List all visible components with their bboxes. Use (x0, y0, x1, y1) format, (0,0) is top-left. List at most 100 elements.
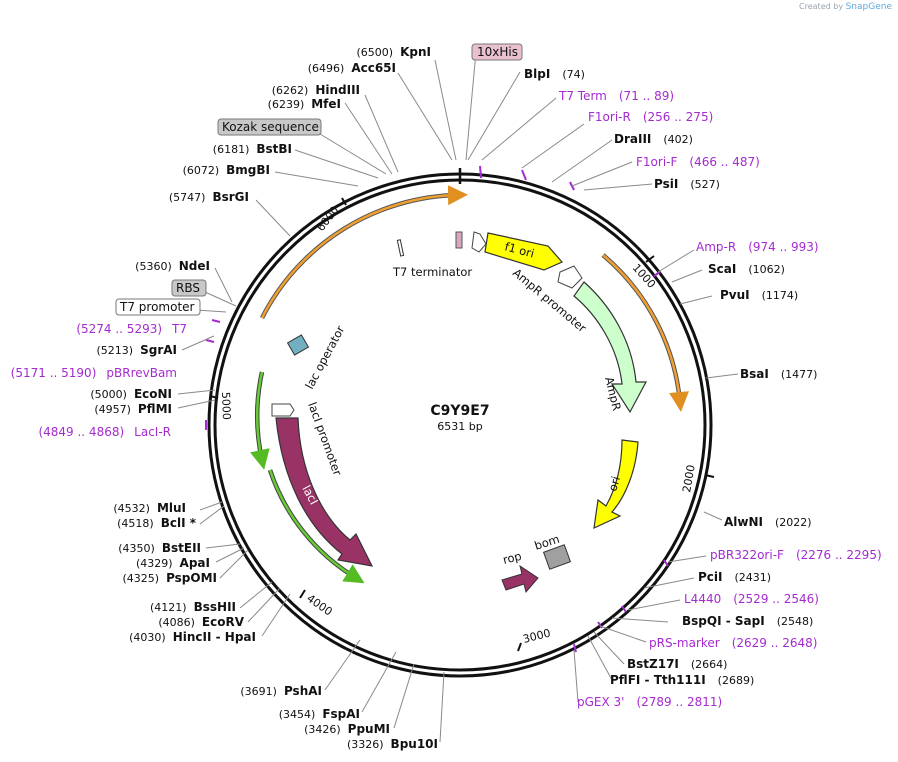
site-ndei[interactable]: NdeI(5360) (135, 259, 210, 273)
site-name: PflFI - Tth111I (610, 673, 706, 687)
site-position: (6181) (213, 143, 250, 156)
site-position: (2022) (775, 516, 812, 529)
site-hincii[interactable]: HincII - HpaI(4030) (129, 630, 256, 644)
site-pvui[interactable]: PvuI(1174) (720, 288, 798, 302)
primer-range: (2629 .. 2648) (732, 636, 818, 650)
site-ecorv[interactable]: EcoRV(4086) (158, 615, 244, 629)
primer-f1orif[interactable]: F1ori-F (466 .. 487) (636, 155, 760, 169)
primer-pbrrevbam[interactable]: pBRrevBam(5171 .. 5190) (11, 366, 177, 380)
primer-labels: T7 Term(71 .. 89)F1ori-R(256 .. 275)F1or… (11, 89, 882, 709)
primer-pgex3[interactable]: pGEX 3'(2789 .. 2811) (577, 695, 722, 709)
site-position: (4329) (136, 557, 173, 570)
primer-name: F1ori-R (588, 110, 631, 124)
site-position: (1062) (748, 263, 785, 276)
site-bmgbi[interactable]: BmgBI(6072) (183, 163, 270, 177)
site-bsteii[interactable]: BstEII (4350) (118, 541, 201, 555)
site-bpu10i[interactable]: Bpu10I(3326) (347, 737, 438, 751)
site-name: MluI (157, 501, 186, 515)
site-position: (5360) (135, 260, 172, 273)
site-name: SgrAI (140, 343, 177, 357)
ampr-promoter-feature (557, 265, 583, 289)
leader-lines (177, 51, 739, 743)
primer-pbr322orif[interactable]: pBR322ori-F(2276 .. 2295) (710, 548, 882, 562)
site-bstbi[interactable]: BstBI(6181) (213, 142, 292, 156)
site-bsrgi[interactable]: BsrGI(5747) (169, 190, 249, 204)
site-name: PvuI (720, 288, 750, 302)
primer-f1orir[interactable]: F1ori-R(256 .. 275) (588, 110, 713, 124)
site-pspomi[interactable]: PspOMI(4325) (122, 571, 217, 585)
site-fspai[interactable]: FspAI(3454) (279, 707, 360, 721)
site-position: (402) (663, 133, 693, 146)
primer-name: Amp-R (696, 240, 736, 254)
site-position: (1477) (781, 368, 818, 381)
site-bstz17i[interactable]: BstZ17I(2664) (627, 657, 727, 671)
primer-range: (974 .. 993) (748, 240, 818, 254)
site-position: (4030) (129, 631, 166, 644)
site-pflfi[interactable]: PflFI - Tth111I(2689) (610, 673, 754, 687)
site-blpi[interactable]: BlpI(74) (524, 67, 585, 81)
primer-range: (71 .. 89) (619, 89, 674, 103)
primer-range: (466 .. 487) (689, 155, 759, 169)
site-bsshii[interactable]: BssHII(4121) (150, 600, 236, 614)
primer-ampr[interactable]: Amp-R (974 .. 993) (696, 240, 819, 254)
site-name: BclI * (161, 516, 197, 530)
orange-arc-top-fill (260, 185, 468, 319)
site-ppumi[interactable]: PpuMI(3426) (304, 722, 390, 736)
primer-name: pGEX 3' (577, 695, 624, 709)
primer-name: pRS-marker (649, 636, 720, 650)
primer-lacir[interactable]: LacI-R(4849 .. 4868) (38, 425, 171, 439)
t7-promoter-box (115, 298, 201, 316)
site-position: (527) (690, 178, 720, 191)
site-acc65i[interactable]: Acc65I(6496) (308, 61, 396, 75)
primer-range: (2276 .. 2295) (796, 548, 882, 562)
his-mark (455, 231, 463, 249)
site-name: HindIII (315, 83, 360, 97)
primer-name: L4440 (684, 592, 721, 606)
site-name: BssHII (194, 600, 236, 614)
site-name: BsrGI (212, 190, 249, 204)
site-name: BstEII (162, 541, 201, 555)
site-kpni[interactable]: KpnI(6500) (357, 45, 431, 59)
his-box-label: 10xHis (477, 45, 518, 59)
rop-label: rop (501, 549, 523, 567)
site-econi[interactable]: EcoNI(5000) (90, 387, 172, 401)
site-bspqi[interactable]: BspQI - SapI(2548) (682, 614, 813, 628)
site-scai[interactable]: ScaI(1062) (708, 262, 785, 276)
site-pshai[interactable]: PshAI(3691) (240, 684, 322, 698)
site-hindiii[interactable]: HindIII(6262) (272, 83, 360, 97)
site-position: (4350) (118, 542, 155, 555)
site-psii[interactable]: PsiI(527) (654, 177, 720, 191)
primer-name: T7 Term (558, 89, 607, 103)
site-pcii[interactable]: PciI(2431) (698, 570, 771, 584)
site-position: (2548) (777, 615, 814, 628)
site-alwni[interactable]: AlwNI (2022) (724, 515, 812, 529)
site-mfei[interactable]: MfeI(6239) (268, 97, 341, 111)
site-position: (5213) (97, 344, 134, 357)
site-name: PpuMI (348, 722, 390, 736)
site-name: BstZ17I (627, 657, 679, 671)
site-name: AlwNI (724, 515, 763, 529)
site-draiii[interactable]: DraIII(402) (614, 132, 693, 146)
site-labels: KpnI(6500) Acc65I(6496) HindIII(6262)MfeI(… (90, 45, 817, 751)
site-sgrai[interactable]: SgrAI (5213) (97, 343, 177, 357)
primer-name: F1ori-F (636, 155, 677, 169)
primer-prsmarker[interactable]: pRS-marker (2629 .. 2648) (649, 636, 817, 650)
site-position: (3454) (279, 708, 316, 721)
site-bcli[interactable]: BclI *(4518) (117, 516, 197, 530)
site-name: BlpI (524, 67, 550, 81)
rbs-box-label: RBS (176, 281, 200, 295)
primer-t7[interactable]: T7(5274 .. 5293) (76, 322, 187, 336)
site-apai[interactable]: ApaI(4329) (136, 556, 210, 570)
site-name: Bpu10I (391, 737, 438, 751)
laci-feature (275, 417, 374, 567)
primer-t7term[interactable]: T7 Term (71 .. 89) (558, 89, 674, 103)
primer-name: T7 (171, 322, 187, 336)
primer-l4440[interactable]: L4440(2529 .. 2546) (684, 592, 819, 606)
site-pflmi[interactable]: PflMI(4957) (94, 402, 172, 416)
site-bsai[interactable]: BsaI(1477) (740, 367, 817, 381)
site-mlui[interactable]: MluI(4532) (113, 501, 186, 515)
snapgene-logo: SnapGene (845, 2, 892, 12)
site-position: (4086) (158, 616, 195, 629)
green-arc-bottom-fill (268, 469, 365, 584)
plasmid-size: 6531 bp (437, 420, 482, 433)
